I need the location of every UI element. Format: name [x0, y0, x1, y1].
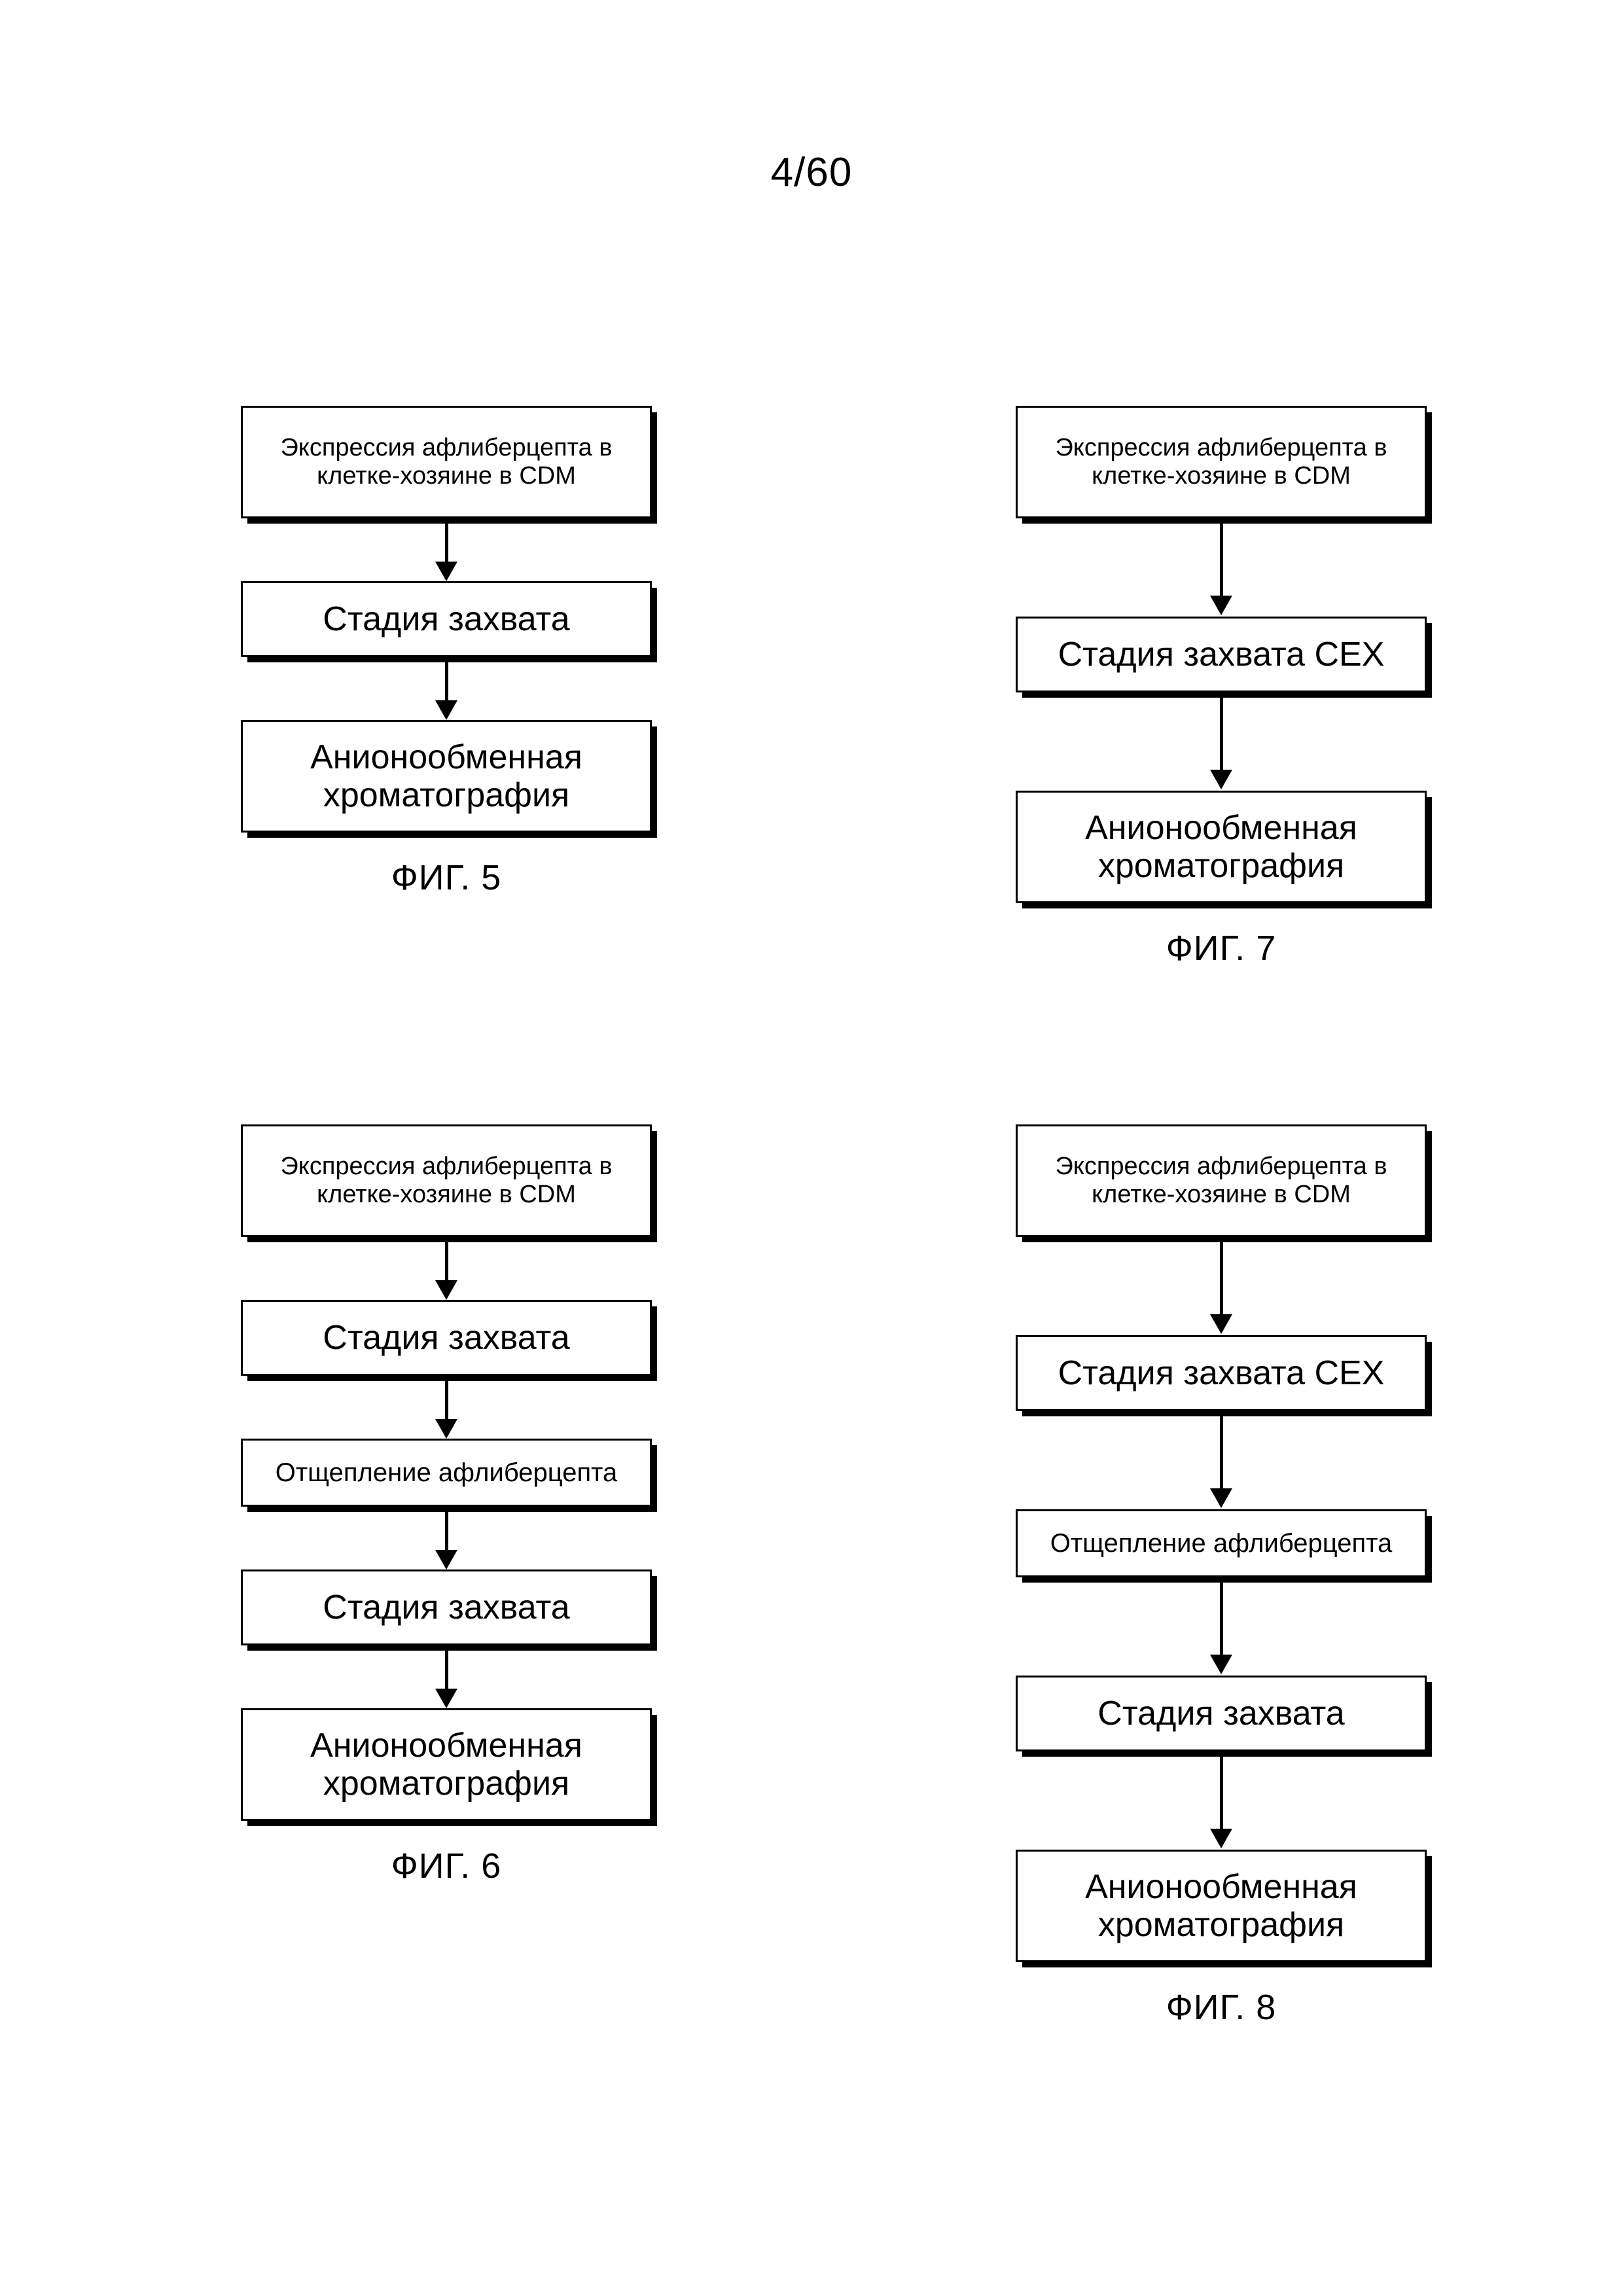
flow-node: Отщепление афлиберцепта	[1016, 1509, 1427, 1577]
flow-arrow	[1016, 1411, 1427, 1509]
flowchart-figure-7: Экспрессия афлиберцепта в клетке-хозяине…	[1016, 406, 1435, 903]
flow-arrow	[241, 1507, 652, 1570]
flow-node-label: Анионообменная хроматография	[310, 1726, 582, 1803]
flow-node-label: Экспрессия афлиберцепта в клетке-хозяине…	[1055, 434, 1387, 490]
flow-node: Стадия захвата CEX	[1016, 617, 1427, 692]
arrow-head-icon	[1210, 770, 1232, 789]
arrow-head-icon	[1210, 1829, 1232, 1848]
flow-node-label: Экспрессия афлиберцепта в клетке-хозяине…	[280, 1153, 613, 1208]
flow-node-label: Экспрессия афлиберцепта в клетке-хозяине…	[1055, 1153, 1387, 1208]
figure-5-caption: ФИГ. 5	[391, 858, 502, 897]
flow-node: Стадия захвата	[1016, 1676, 1427, 1751]
flow-node: Анионообменная хроматография	[241, 720, 652, 833]
arrow-head-icon	[1210, 1314, 1232, 1334]
flow-arrow	[1016, 1577, 1427, 1676]
figure-7: Экспрессия афлиберцепта в клетке-хозяине…	[1016, 406, 1435, 969]
arrow-shaft	[1220, 692, 1223, 776]
flowchart-figure-5: Экспрессия афлиберцепта в клетке-хозяине…	[241, 406, 660, 833]
figure-8-caption: ФИГ. 8	[1166, 1988, 1277, 2027]
figure-5: Экспрессия афлиберцепта в клетке-хозяине…	[241, 406, 660, 898]
flow-node: Стадия захвата	[241, 1570, 652, 1645]
flow-node-label: Стадия захвата CEX	[1058, 635, 1385, 673]
flowchart-figure-6: Экспрессия афлиберцепта в клетке-хозяине…	[241, 1124, 660, 1821]
flow-node-label: Анионообменная хроматография	[1085, 808, 1357, 885]
figure-7-caption: ФИГ. 7	[1166, 929, 1277, 968]
figure-8: Экспрессия афлиберцепта в клетке-хозяине…	[1016, 1124, 1435, 2028]
arrow-shaft	[445, 1507, 448, 1556]
flow-node: Анионообменная хроматография	[241, 1708, 652, 1821]
flow-node: Отщепление афлиберцепта	[241, 1439, 652, 1507]
flow-node: Экспрессия афлиберцепта в клетке-хозяине…	[241, 406, 652, 518]
arrow-head-icon	[435, 1550, 457, 1570]
arrow-head-icon	[435, 700, 457, 720]
flow-node: Экспрессия афлиберцепта в клетке-хозяине…	[241, 1124, 652, 1237]
flow-node: Экспрессия афлиберцепта в клетке-хозяине…	[1016, 406, 1427, 518]
arrow-shaft	[445, 1376, 448, 1426]
flow-node: Анионообменная хроматография	[1016, 791, 1427, 903]
flow-node-label: Стадия захвата	[1097, 1694, 1345, 1732]
flow-arrow	[1016, 692, 1427, 791]
flow-node: Стадия захвата	[241, 581, 652, 657]
flow-node-label: Анионообменная хроматография	[1085, 1867, 1357, 1944]
flow-node-label: Стадия захвата	[323, 600, 570, 638]
flow-arrow	[1016, 1237, 1427, 1335]
flow-node-label: Отщепление афлиберцепта	[275, 1458, 618, 1487]
arrow-head-icon	[435, 1280, 457, 1300]
flow-node: Экспрессия афлиберцепта в клетке-хозяине…	[1016, 1124, 1427, 1237]
page-number: 4/60	[770, 150, 853, 195]
arrow-shaft	[1220, 1751, 1223, 1835]
flow-arrow	[241, 1645, 652, 1708]
arrow-shaft	[445, 1645, 448, 1695]
flowchart-figure-8: Экспрессия афлиберцепта в клетке-хозяине…	[1016, 1124, 1435, 1962]
flow-node: Анионообменная хроматография	[1016, 1850, 1427, 1962]
figure-6: Экспрессия афлиберцепта в клетке-хозяине…	[241, 1124, 660, 1886]
arrow-head-icon	[435, 1689, 457, 1708]
flow-arrow	[1016, 1751, 1427, 1850]
flow-node: Стадия захвата	[241, 1300, 652, 1376]
flow-arrow	[241, 1376, 652, 1439]
flow-node-label: Стадия захвата CEX	[1058, 1354, 1385, 1392]
arrow-shaft	[1220, 1411, 1223, 1495]
flow-arrow	[241, 657, 652, 720]
arrow-shaft	[445, 1237, 448, 1287]
arrow-head-icon	[1210, 1488, 1232, 1508]
flow-arrow	[1016, 518, 1427, 617]
arrow-head-icon	[435, 1419, 457, 1439]
flow-node-label: Экспрессия афлиберцепта в клетке-хозяине…	[280, 434, 613, 490]
arrow-head-icon	[435, 562, 457, 581]
arrow-shaft	[1220, 1577, 1223, 1661]
flow-node-label: Анионообменная хроматография	[310, 738, 582, 814]
arrow-head-icon	[1210, 596, 1232, 615]
arrow-shaft	[1220, 518, 1223, 602]
flow-node: Стадия захвата CEX	[1016, 1335, 1427, 1411]
figure-6-caption: ФИГ. 6	[391, 1846, 502, 1886]
flow-arrow	[241, 1237, 652, 1300]
flow-node-label: Стадия захвата	[323, 1318, 570, 1357]
arrow-head-icon	[1210, 1655, 1232, 1674]
flow-node-label: Стадия захвата	[323, 1588, 570, 1626]
arrow-shaft	[445, 657, 448, 707]
arrow-shaft	[1220, 1237, 1223, 1321]
flow-arrow	[241, 518, 652, 581]
arrow-shaft	[445, 518, 448, 568]
flow-node-label: Отщепление афлиберцепта	[1050, 1528, 1393, 1558]
